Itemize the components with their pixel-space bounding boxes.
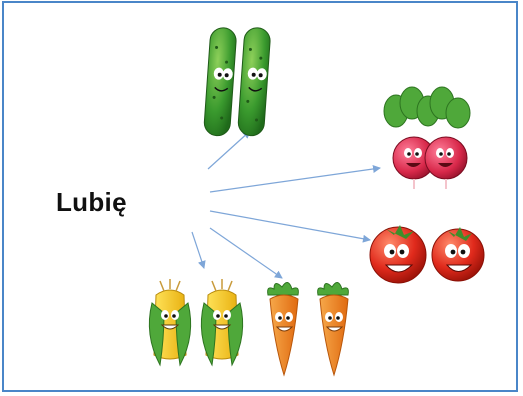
arrow-to-cucumbers (208, 131, 250, 169)
radishes-illustration (384, 87, 470, 189)
arrow-to-tomatoes (210, 211, 370, 240)
cucumbers-illustration (203, 27, 270, 137)
slide-frame: Lubię (2, 1, 518, 392)
center-label: Lubię (56, 187, 127, 218)
corn-illustration (149, 279, 242, 365)
arrow-to-radishes (210, 168, 380, 192)
arrow-to-carrots (210, 228, 282, 278)
arrows (192, 131, 380, 278)
arrow-to-corn (192, 232, 204, 268)
carrots-illustration (268, 282, 349, 375)
tomatoes-illustration (370, 225, 484, 283)
